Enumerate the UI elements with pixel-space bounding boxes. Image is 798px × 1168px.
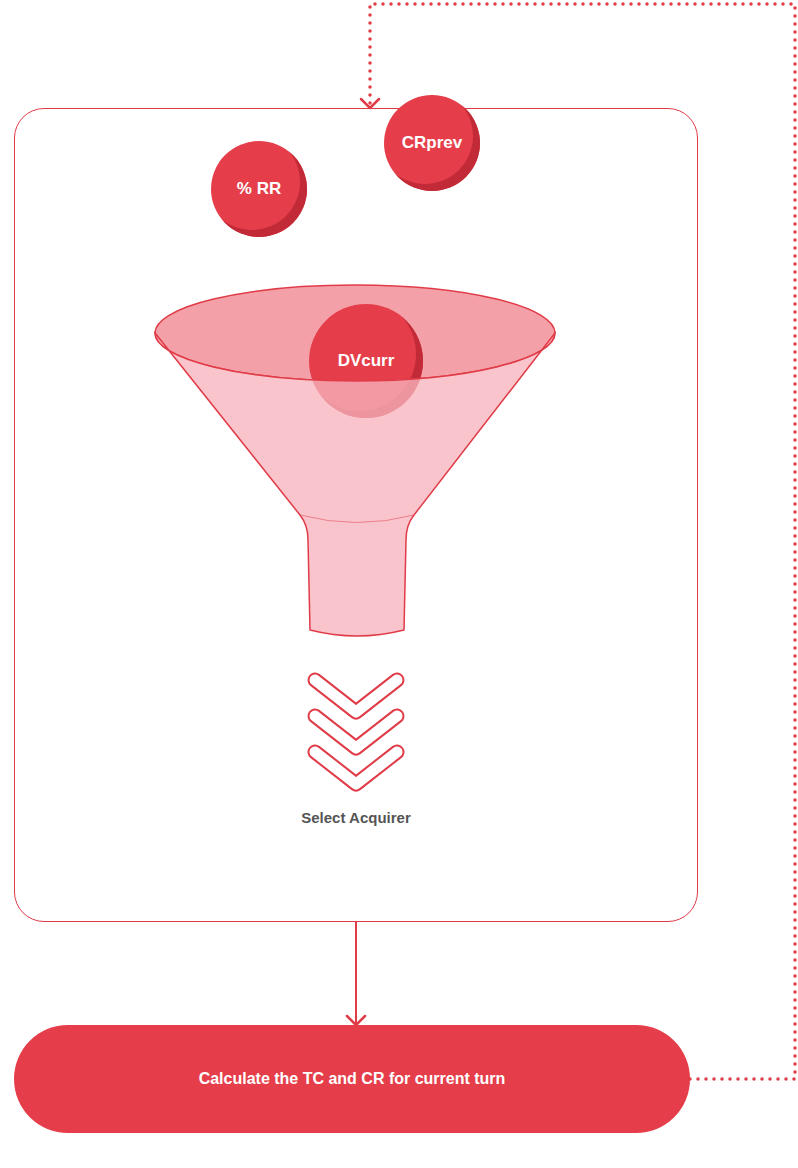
flow-connector bbox=[355, 922, 357, 1025]
box-label: Select Acquirer bbox=[15, 809, 697, 826]
process-box: Select Acquirer CRprev % RR DVcurr bbox=[14, 108, 698, 922]
input-circle: DVcurr bbox=[309, 304, 423, 418]
node-label: DVcurr bbox=[338, 351, 395, 371]
process-pill: Calculate the TC and CR for current turn bbox=[14, 1025, 690, 1133]
arrow-head bbox=[347, 1016, 365, 1025]
input-circle: CRprev bbox=[384, 95, 480, 191]
input-circle: % RR bbox=[211, 141, 307, 237]
node-label: % RR bbox=[237, 179, 281, 199]
arrow-head bbox=[361, 99, 379, 108]
node-label: CRprev bbox=[402, 133, 462, 153]
node-label: Calculate the TC and CR for current turn bbox=[199, 1070, 506, 1088]
